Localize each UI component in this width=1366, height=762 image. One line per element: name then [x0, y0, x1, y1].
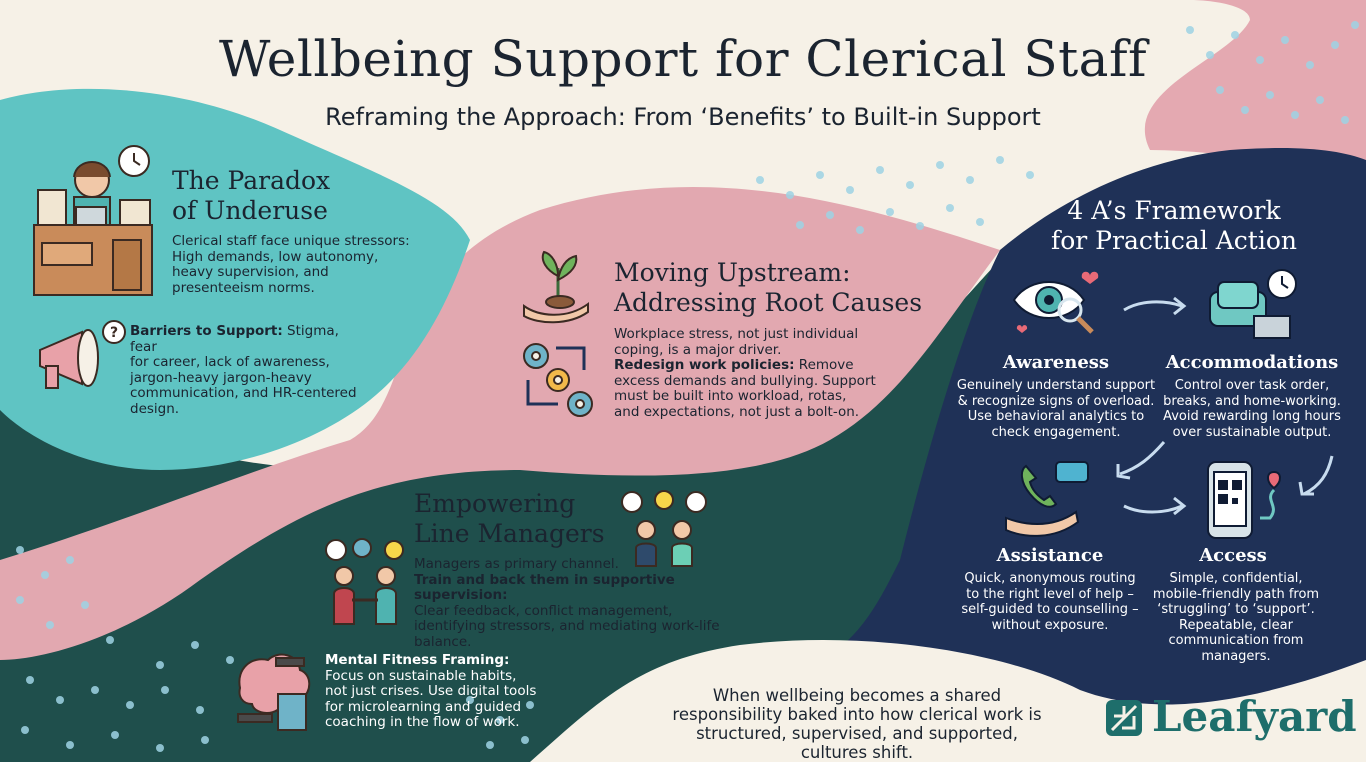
- brain-dumbbell-icon: [232, 648, 316, 732]
- leafyard-logo-icon: [1104, 698, 1144, 738]
- barriers-body: Barriers to Support: Stigma, fear for ca…: [130, 323, 357, 417]
- assistance-title: Assistance: [996, 545, 1104, 566]
- gears-cycle-icon: [518, 336, 598, 420]
- arrow-right-icon-2: [1120, 494, 1190, 524]
- arrow-right-icon: [1120, 292, 1190, 322]
- page-subtitle: Reframing the Approach: From ‘Benefits’ …: [325, 103, 1041, 131]
- framework-heading: 4 A’s Framework for Practical Action: [1050, 196, 1298, 255]
- dot-pattern: [16, 21, 1359, 752]
- armchair-laptop-icon: [1204, 266, 1300, 346]
- closing-quote: When wellbeing becomes a shared responsi…: [672, 686, 1042, 762]
- arrow-down-left-icon: [1110, 438, 1170, 482]
- managers-heading: Empowering Line Managers: [414, 489, 605, 548]
- brand-name: Leafyard: [1152, 692, 1357, 741]
- svg-text:?: ?: [110, 325, 118, 341]
- assistance-body: Quick, anonymous routing to the right le…: [961, 571, 1139, 633]
- fitness-body: Mental Fitness Framing: Focus on sustain…: [325, 652, 537, 730]
- stressed-worker-desk-icon: [28, 145, 158, 297]
- paradox-heading: The Paradox of Underuse: [172, 166, 331, 225]
- accommodations-title: Accommodations: [1165, 352, 1339, 373]
- teal-wave: [0, 88, 470, 470]
- awareness-body: Genuinely understand support & recognize…: [956, 378, 1156, 440]
- access-body: Simple, confidential, mobile-friendly pa…: [1152, 571, 1320, 664]
- upstream-body: Workplace stress, not just individual co…: [614, 326, 876, 420]
- awareness-title: Awareness: [1002, 352, 1110, 373]
- phone-hand-icon: [1002, 460, 1098, 538]
- handshake-people-icon: [322, 538, 412, 628]
- accommodations-body: Control over task order, breaks, and hom…: [1163, 378, 1341, 440]
- eye-magnifier-icon: [1010, 266, 1106, 344]
- mobile-qr-icon: [1204, 458, 1290, 542]
- seedling-hand-icon: [518, 246, 598, 326]
- megaphone-icon: ?: [32, 318, 128, 398]
- managers-meeting-icon: [618, 488, 710, 568]
- managers-body: Managers as primary channel. Train and b…: [414, 556, 720, 650]
- access-title: Access: [1199, 545, 1267, 566]
- pink-wave-middle: [0, 187, 1000, 661]
- cream-footer-wave: [530, 640, 1366, 762]
- pink-wave-top: [1060, 0, 1366, 185]
- upstream-heading: Moving Upstream: Addressing Root Causes: [614, 258, 923, 317]
- page-title: Wellbeing Support for Clerical Staff: [218, 30, 1148, 88]
- arrow-down-left-icon-2: [1294, 452, 1338, 500]
- paradox-body: Clerical staff face unique stressors: Hi…: [172, 233, 410, 296]
- dark-green-wave: [0, 260, 1000, 762]
